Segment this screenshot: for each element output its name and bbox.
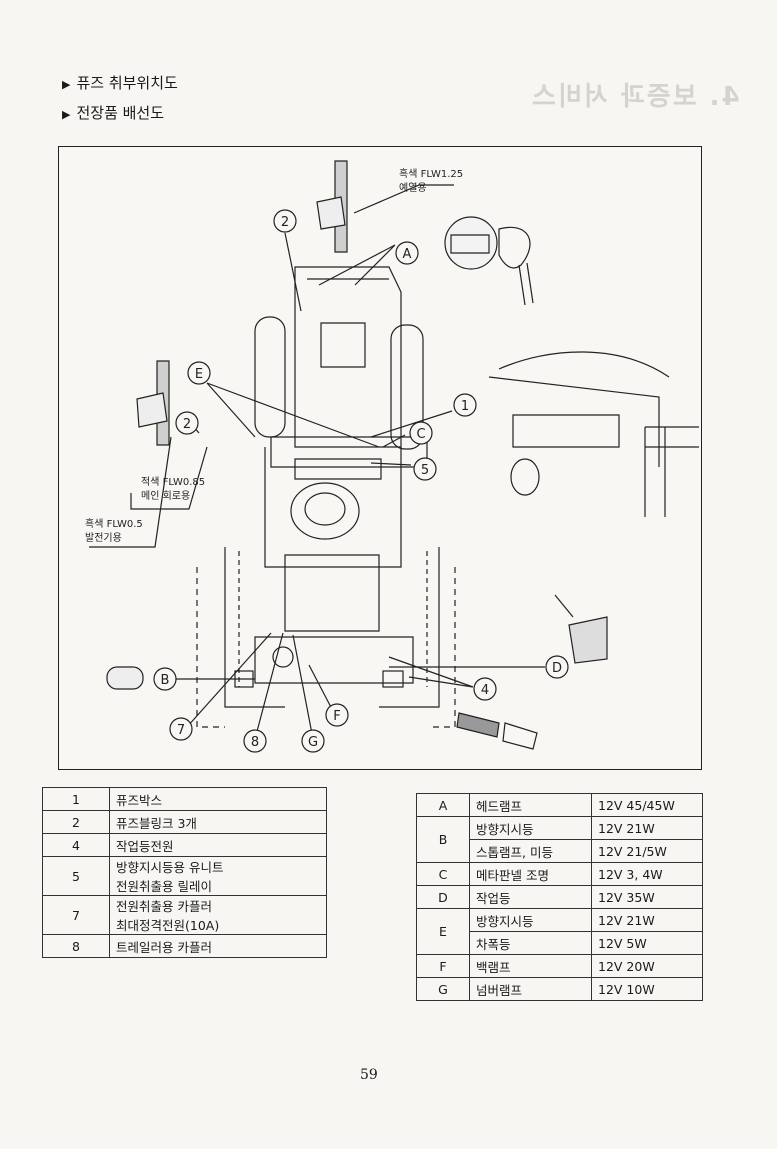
table-row: B 방향지시등 12V 21W <box>416 816 703 863</box>
callout-label-F: F <box>333 709 340 724</box>
lamp-code: B <box>416 816 470 863</box>
lamp-name: 스톱램프, 미등 <box>469 839 592 863</box>
callout-label-5: 5 <box>421 463 429 478</box>
lamp-spec: 12V 20W <box>591 954 703 978</box>
callout-label-7: 7 <box>177 723 185 738</box>
part-name: 트레일러용 카플러 <box>109 934 327 958</box>
wire-note-1-use: 예열용 <box>399 182 427 194</box>
callout-label-B: B <box>161 673 170 688</box>
table-row: E 방향지시등 12V 21W <box>416 908 703 955</box>
part-name: 작업등전원 <box>109 833 327 857</box>
lamp-spec: 12V 35W <box>591 885 703 909</box>
lamp-spec: 12V 5W <box>591 931 703 955</box>
lamp-code: E <box>416 908 470 955</box>
callout-label-C: C <box>416 427 425 442</box>
parts-legend-table: 1 퓨즈박스 2 퓨즈블링크 3개 4 작업등전원 5 방향지시등용 유니트 전… <box>42 787 327 958</box>
lamp-spec-table: A 헤드램프 12V 45/45W B 방향지시등 12V 21W 스톱램프, … <box>416 793 703 1001</box>
wire-note-1-color: 흑색 FLW1.25 <box>399 167 463 180</box>
part-number: 8 <box>42 934 110 958</box>
wire-note-2-color: 적색 FLW0.85 <box>141 476 205 488</box>
callout-label-8: 8 <box>251 735 259 750</box>
part-name: 전원취출용 카플러 최대정격전원(10A) <box>109 895 327 935</box>
part-number: 4 <box>42 833 110 857</box>
part-name: 방향지시등용 유니트 전원취출용 릴레이 <box>109 856 327 896</box>
lamp-name: 방향지시등 <box>469 816 592 840</box>
callout-label-1: 1 <box>461 399 469 414</box>
lamp-name: 넘버램프 <box>469 977 592 1001</box>
triangle-bullet-icon: ▶ <box>62 78 71 91</box>
tractor-wiring-illustration: 2 A E 1 2 C 5 B D 4 F 7 8 G 흑색 FLW1.25 예… <box>85 160 699 753</box>
wire-note-3-color: 흑색 FLW0.5 <box>85 517 143 530</box>
part-name-line: 방향지시등용 유니트 <box>116 860 224 875</box>
table-row: G 넘버램프 12V 10W <box>416 977 703 1001</box>
part-name-line: 전원취출용 카플러 <box>116 899 212 914</box>
triangle-bullet-icon: ▶ <box>62 108 71 121</box>
lamp-spec: 12V 21W <box>591 908 703 932</box>
section-heading-fuse-location: ▶ 퓨즈 취부위치도 <box>62 72 178 93</box>
table-row: 스톱램프, 미등 12V 21/5W <box>417 839 703 863</box>
part-name-line: 최대정격전원(10A) <box>116 918 220 933</box>
heading-text: 전장품 배선도 <box>76 104 165 122</box>
table-row: F 백램프 12V 20W <box>416 954 703 978</box>
bleed-through-title: 4. 보증과 서비스 <box>530 82 740 112</box>
lamp-spec: 12V 21/5W <box>591 839 703 863</box>
lamp-name: 헤드램프 <box>469 793 592 817</box>
part-name: 퓨즈블링크 3개 <box>109 810 327 834</box>
lamp-spec: 12V 3, 4W <box>591 862 703 886</box>
table-row: D 작업등 12V 35W <box>416 885 703 909</box>
callout-label-2-top: 2 <box>281 215 289 230</box>
part-name: 퓨즈박스 <box>109 787 327 811</box>
lamp-code: C <box>416 862 470 886</box>
table-row: 1 퓨즈박스 <box>42 787 327 811</box>
lamp-name: 차폭등 <box>469 931 592 955</box>
lamp-spec: 12V 21W <box>591 816 703 840</box>
table-row: 7 전원취출용 카플러 최대정격전원(10A) <box>42 895 327 935</box>
part-name-line: 전원취출용 릴레이 <box>116 879 212 894</box>
lamp-name: 메타판넬 조명 <box>469 862 592 886</box>
table-row: 5 방향지시등용 유니트 전원취출용 릴레이 <box>42 856 327 896</box>
lamp-code: F <box>416 954 470 978</box>
lamp-name: 작업등 <box>469 885 592 909</box>
table-row: C 메타판넬 조명 12V 3, 4W <box>416 862 703 886</box>
wire-note-2-use: 메인 회로용 <box>141 490 190 502</box>
part-number: 7 <box>42 895 110 935</box>
table-row: 2 퓨즈블링크 3개 <box>42 810 327 834</box>
lamp-code: D <box>416 885 470 909</box>
table-row: 4 작업등전원 <box>42 833 327 857</box>
part-number: 5 <box>42 856 110 896</box>
lamp-code: G <box>416 977 470 1001</box>
part-number: 2 <box>42 810 110 834</box>
lamp-name: 백램프 <box>469 954 592 978</box>
callout-label-2-left: 2 <box>183 417 191 432</box>
section-heading-wiring: ▶ 전장품 배선도 <box>62 102 164 123</box>
lamp-spec: 12V 10W <box>591 977 703 1001</box>
table-row: 차폭등 12V 5W <box>417 931 703 955</box>
lamp-name: 방향지시등 <box>469 908 592 932</box>
page-number: 59 <box>360 1067 378 1083</box>
lamp-spec: 12V 45/45W <box>591 793 703 817</box>
table-row: 8 트레일러용 카플러 <box>42 934 327 958</box>
callout-label-4: 4 <box>481 683 489 698</box>
lamp-code: A <box>416 793 470 817</box>
heading-text: 퓨즈 취부위치도 <box>76 74 178 92</box>
wire-note-3-use: 발전기용 <box>85 532 122 544</box>
wiring-diagram-figure: 2 A E 1 2 C 5 B D 4 F 7 8 G 흑색 FLW1.25 예… <box>58 146 702 770</box>
part-number: 1 <box>42 787 110 811</box>
callout-label-G: G <box>308 735 318 750</box>
callout-label-D: D <box>552 661 562 676</box>
callout-label-A: A <box>403 247 412 262</box>
callout-label-E: E <box>195 367 203 382</box>
table-row: A 헤드램프 12V 45/45W <box>416 793 703 817</box>
